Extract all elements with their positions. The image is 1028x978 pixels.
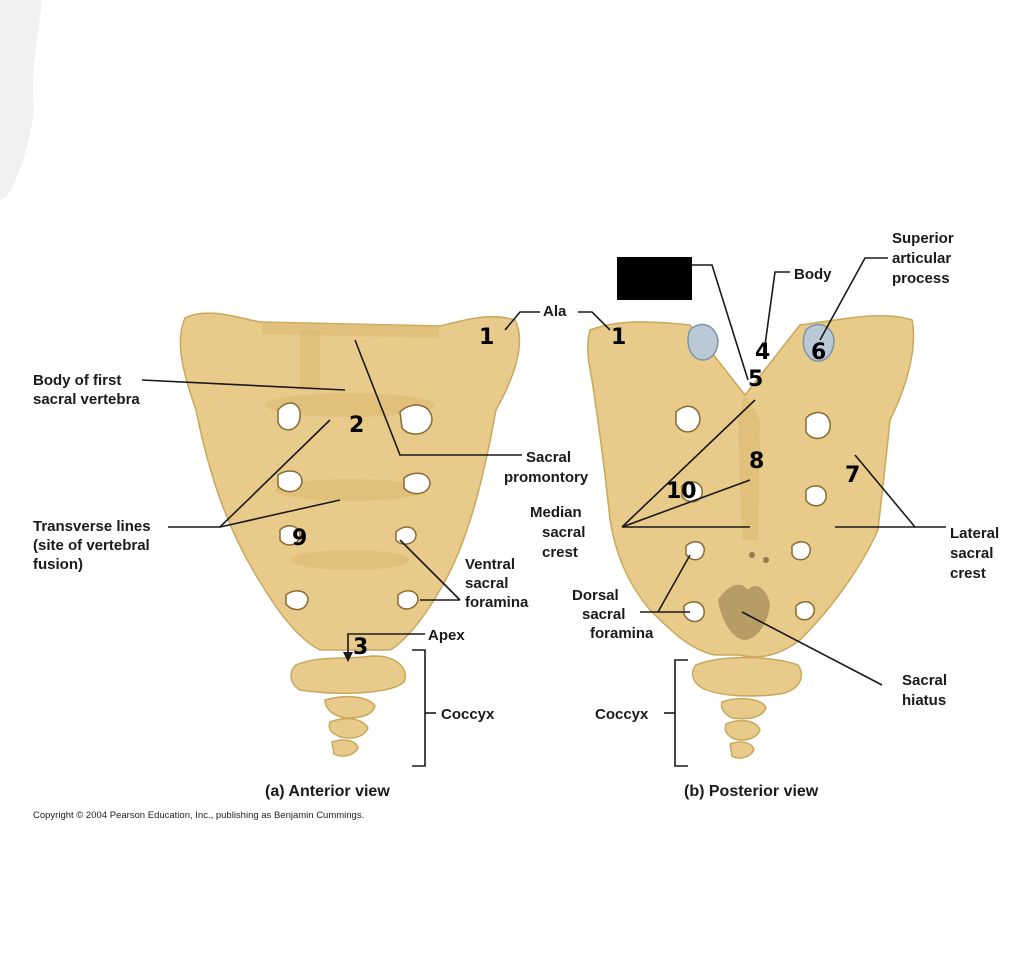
number-1-anterior: 1 [479,325,494,350]
label-coccyx-anterior: Coccyx [441,706,495,723]
label-ventral-sacral-foramina: Ventral sacral foramina [465,556,529,611]
label-dorsal-sacral-foramina: Dorsal sacral foramina [572,587,654,642]
label-ala: Ala [543,303,567,320]
number-8: 8 [749,449,764,474]
leader-lines [141,257,946,767]
label-median-sacral-crest: Median sacral crest [530,504,590,561]
label-sacral-promontory: Sacral promontory [504,449,589,486]
label-superior-articular-process: Superior articular process [892,230,958,287]
caption-posterior-view: (b) Posterior view [684,783,819,800]
caption-anterior-view: (a) Anterior view [265,783,390,800]
copyright-text: Copyright © 2004 Pearson Education, Inc.… [33,810,364,821]
number-1-posterior: 1 [611,325,626,350]
redaction-box [617,257,692,300]
posterior-sacrum [587,315,915,759]
number-5: 5 [748,367,763,392]
number-7: 7 [845,463,860,488]
anterior-sacrum [179,312,521,757]
number-2: 2 [349,413,364,438]
label-lateral-sacral-crest: Lateral sacral crest [950,525,1003,582]
number-9: 9 [292,526,307,551]
label-transverse-lines: Transverse lines (site of vertebral fusi… [33,518,155,573]
label-apex: Apex [428,627,465,644]
background-shadow [0,0,42,200]
label-sacral-hiatus: Sacral hiatus [902,672,951,709]
number-6: 6 [811,340,826,365]
label-body-first-sacral-vertebra: Body of first sacral vertebra [33,372,140,408]
label-body: Body [794,266,832,283]
number-3: 3 [353,635,368,660]
number-4: 4 [755,340,770,365]
number-10: 10 [666,479,697,504]
label-coccyx-posterior: Coccyx [595,706,649,723]
